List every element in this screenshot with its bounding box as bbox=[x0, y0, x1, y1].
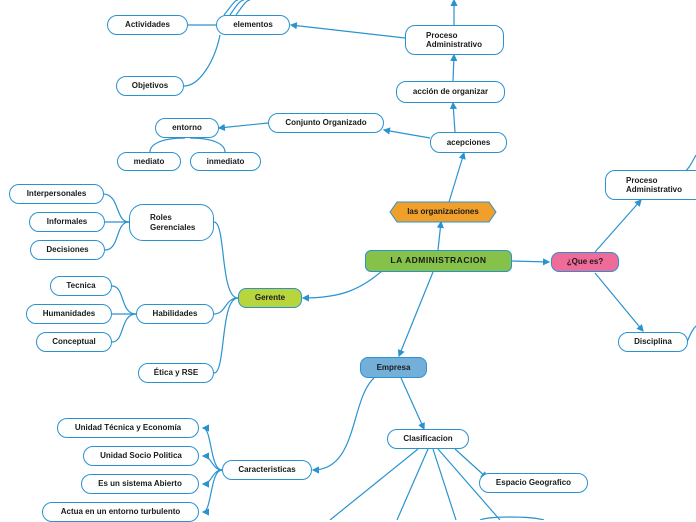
proceso-administrativo-right-node[interactable]: Proceso Administrativo bbox=[605, 170, 696, 200]
informales-node[interactable]: Informales bbox=[29, 212, 105, 232]
link-gerente-roles bbox=[213, 221, 239, 299]
link-elementos-up3 bbox=[235, 0, 251, 16]
mediato-node[interactable]: mediato bbox=[117, 152, 181, 171]
link-car-turbulento bbox=[201, 469, 223, 516]
link-que-disciplina bbox=[594, 272, 644, 332]
link-acepciones-conjunto bbox=[382, 127, 431, 139]
elementos-node[interactable]: elementos bbox=[216, 15, 290, 35]
link-entorno-inmediato bbox=[189, 137, 226, 153]
link-central-gerente bbox=[301, 270, 383, 302]
conceptual-node[interactable]: Conceptual bbox=[36, 332, 112, 352]
link-proceso-elementos bbox=[289, 22, 406, 39]
link-car-unidad-tecnica bbox=[201, 424, 223, 471]
interpersonales-node[interactable]: Interpersonales bbox=[9, 184, 104, 204]
link-gerente-etica bbox=[213, 297, 239, 374]
inmediato-node[interactable]: inmediato bbox=[190, 152, 261, 171]
link-gerente-habilidades bbox=[213, 297, 239, 315]
unidad-socio-politica-node[interactable]: Unidad Socio Politica bbox=[83, 446, 199, 466]
link-central-organizaciones bbox=[436, 220, 444, 251]
unidad-tecnica-node[interactable]: Unidad Técnica y Economía bbox=[57, 418, 199, 438]
habilidades-node[interactable]: Habilidades bbox=[136, 304, 214, 324]
link-car-unidad-socio bbox=[201, 452, 223, 471]
link-clas-down2 bbox=[396, 448, 429, 520]
link-disciplina-right-edge bbox=[686, 325, 696, 343]
link-roles-decisiones bbox=[104, 221, 130, 251]
humanidades-node[interactable]: Humanidades bbox=[26, 304, 112, 324]
disciplina-node[interactable]: Disciplina bbox=[618, 332, 688, 352]
link-car-sistema bbox=[201, 469, 223, 488]
link-clas-lower-box bbox=[479, 516, 545, 520]
empresa-node[interactable]: Empresa bbox=[360, 357, 427, 378]
link-hab-tecnica bbox=[111, 285, 137, 315]
link-conjunto-entorno bbox=[217, 122, 269, 131]
sistema-abierto-node[interactable]: Es un sistema Abierto bbox=[81, 474, 199, 494]
link-hab-conceptual bbox=[111, 313, 137, 343]
gerente-node[interactable]: Gerente bbox=[238, 288, 302, 308]
link-elementos-objetivos bbox=[183, 34, 221, 87]
actividades-node[interactable]: Actividades bbox=[107, 15, 188, 35]
proceso-administrativo-top-node[interactable]: Proceso Administrativo bbox=[405, 25, 504, 55]
link-empresa-caracteristicas bbox=[311, 377, 375, 474]
link-elementos-up1 bbox=[223, 0, 239, 16]
link-roles-interpersonales bbox=[102, 193, 130, 223]
link-organizaciones-acepciones bbox=[448, 151, 466, 203]
link-acepciones-accion bbox=[449, 101, 458, 133]
link-central-empresa bbox=[397, 271, 434, 358]
organizaciones-node[interactable]: las organizaciones bbox=[407, 207, 479, 217]
link-central-que bbox=[511, 258, 551, 266]
link-clas-down3 bbox=[432, 448, 457, 520]
tecnica-node[interactable]: Tecnica bbox=[50, 276, 112, 296]
entorno-turbulento-node[interactable]: Actua en un entorno turbulento bbox=[42, 502, 199, 522]
link-accion-proceso bbox=[450, 53, 458, 82]
roles-gerenciales-node[interactable]: Roles Gerenciales bbox=[129, 204, 214, 241]
accion-organizar-node[interactable]: acción de organizar bbox=[396, 81, 505, 103]
link-entorno-mediato bbox=[149, 137, 186, 153]
central-node[interactable]: LA ADMINISTRACION bbox=[365, 250, 512, 272]
espacio-geografico-node[interactable]: Espacio Geografico bbox=[479, 473, 588, 493]
link-clas-down4 bbox=[437, 448, 501, 520]
entorno-node[interactable]: entorno bbox=[155, 118, 219, 138]
link-clas-espacio bbox=[454, 448, 488, 479]
clasificacion-node[interactable]: Clasificacion bbox=[387, 429, 469, 449]
etica-rse-node[interactable]: Ética y RSE bbox=[138, 363, 214, 383]
caracteristicas-node[interactable]: Caracteristicas bbox=[222, 460, 312, 480]
acepciones-node[interactable]: acepciones bbox=[430, 132, 507, 153]
que-es-node[interactable]: ¿Que es? bbox=[551, 252, 619, 272]
link-clas-down1 bbox=[329, 448, 419, 520]
link-que-proceso bbox=[594, 199, 642, 253]
objetivos-node[interactable]: Objetivos bbox=[116, 76, 184, 96]
conjunto-organizado-node[interactable]: Conjunto Organizado bbox=[268, 113, 384, 133]
link-empresa-clasificacion bbox=[400, 377, 425, 431]
organizaciones-hexagon bbox=[389, 201, 497, 223]
decisiones-node[interactable]: Decisiones bbox=[30, 240, 105, 260]
link-elementos-up2 bbox=[229, 0, 245, 16]
